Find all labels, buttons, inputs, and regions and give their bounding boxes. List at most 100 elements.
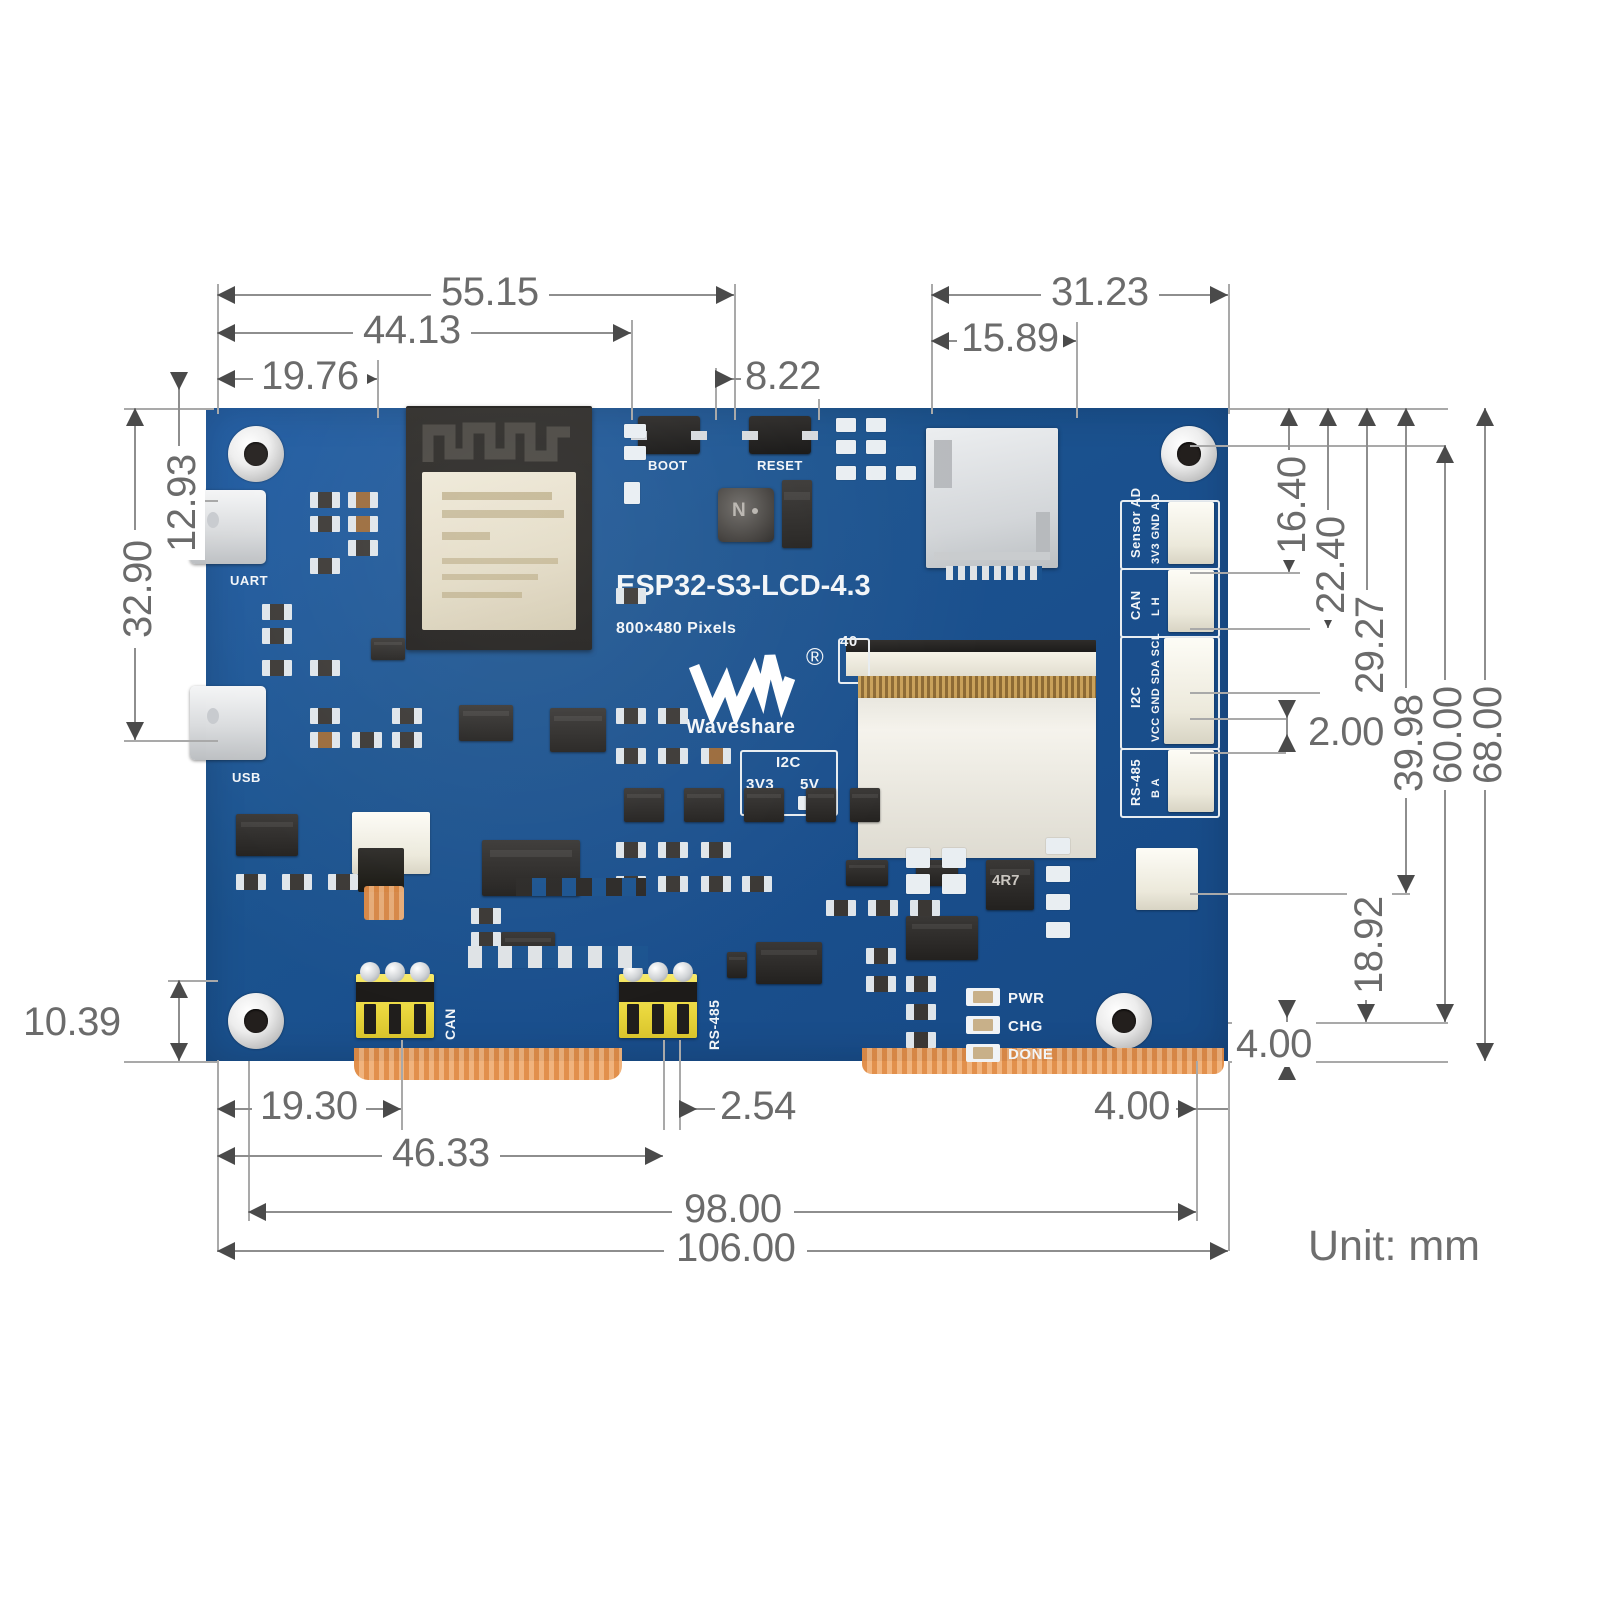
pwr-led-label: PWR	[1008, 990, 1045, 1007]
can-terminal-block[interactable]	[356, 962, 434, 1038]
fpc-ribbon-contacts	[858, 676, 1096, 700]
smt-pad	[624, 446, 646, 460]
rtc-battery-holder[interactable]	[352, 812, 430, 874]
rs485-title: RS-485	[1128, 758, 1143, 806]
arrow-up	[170, 980, 188, 998]
solder-pad-orange	[364, 886, 404, 920]
arrow-right	[645, 1147, 663, 1165]
smd-component	[616, 588, 646, 604]
fpc-outline-marker	[838, 638, 870, 684]
sensor-ad-connector[interactable]	[1168, 502, 1214, 564]
backlight-button[interactable]	[358, 848, 404, 892]
sensor-ad-connector-outline	[1120, 500, 1220, 570]
smd-component	[658, 876, 688, 892]
i2c-jumper-pad-left[interactable]	[752, 796, 776, 810]
ext-line	[1190, 572, 1300, 574]
board-title-silk: ESP32-S3-LCD-4.3	[616, 570, 871, 602]
arrow-up	[126, 408, 144, 426]
battery-connector[interactable]	[1136, 848, 1198, 910]
arrow-left	[931, 286, 949, 304]
ext-line	[124, 1061, 218, 1063]
smd-component	[236, 874, 266, 890]
i2c-connector[interactable]	[1164, 638, 1214, 744]
arrow-left	[248, 1203, 266, 1221]
smd-component	[906, 1004, 936, 1020]
mounting-hole-top-right	[1161, 426, 1217, 482]
capacitor	[850, 788, 880, 822]
ext-line	[377, 360, 379, 418]
smd-component	[328, 874, 358, 890]
smd-component	[310, 558, 340, 574]
fpc-latch[interactable]	[846, 652, 1096, 676]
smd-component	[616, 876, 646, 892]
waveshare-mark-icon	[688, 654, 796, 728]
smd-component	[658, 842, 688, 858]
rs485-terminal-block[interactable]	[619, 962, 697, 1038]
arrow-down	[1436, 1004, 1454, 1022]
dim-19-30: 19.30	[252, 1084, 366, 1129]
pin-header-row-2	[516, 878, 646, 896]
i2c-jumper-pad-right[interactable]	[798, 796, 822, 810]
ext-line	[734, 284, 736, 420]
arrow-up	[1278, 734, 1296, 752]
smd-component	[262, 660, 292, 676]
capacitor	[684, 788, 724, 822]
done-led-label: DONE	[1008, 1046, 1054, 1063]
arrow-right	[679, 1100, 697, 1118]
dimline-10-39	[178, 980, 180, 1061]
smd-component	[868, 900, 898, 916]
waveshare-logo	[686, 648, 804, 728]
arrow-right	[716, 286, 734, 304]
boot-button[interactable]	[631, 416, 707, 454]
smt-pad	[906, 874, 930, 894]
ext-line	[1196, 1061, 1198, 1221]
smd-component	[262, 628, 292, 644]
arrow-down	[1357, 1004, 1375, 1022]
microsd-card-slot[interactable]	[926, 428, 1058, 568]
rs485-transceiver-ic	[482, 840, 580, 896]
ext-line	[1076, 322, 1078, 418]
uart-label: UART	[230, 573, 269, 588]
arrow-up	[1476, 408, 1494, 426]
smd-component	[310, 708, 340, 724]
smt-pad	[942, 848, 966, 868]
reset-label: RESET	[757, 458, 803, 473]
sd-slot-pins	[946, 566, 1042, 580]
arrow-left	[217, 370, 235, 388]
voltage-regulator-ic	[459, 705, 513, 741]
ext-line	[124, 408, 214, 410]
reset-button[interactable]	[742, 416, 818, 454]
can-connector[interactable]	[1168, 570, 1214, 632]
inductor-4r7: 4R7	[986, 860, 1034, 910]
smd-component	[616, 708, 646, 724]
smt-pad	[1046, 922, 1070, 938]
ext-line	[1190, 445, 1446, 447]
smd-component	[826, 900, 856, 916]
capacitor	[806, 788, 836, 822]
transistor-small	[371, 638, 405, 660]
arrow-right	[1178, 1203, 1196, 1221]
smd-component	[310, 660, 340, 676]
arrow-up	[1280, 408, 1298, 426]
mounting-hole-bottom-right	[1096, 993, 1152, 1049]
dim-68-00: 68.00	[1466, 680, 1511, 790]
i2c-title: I2C	[1128, 686, 1143, 708]
smd-component	[352, 732, 382, 748]
arrow-down	[1278, 700, 1296, 718]
rs485-connector[interactable]	[1168, 750, 1214, 812]
ext-line	[1228, 1061, 1448, 1063]
smd-component	[742, 876, 772, 892]
dim-12-93: 12.93	[160, 446, 205, 560]
smt-pad	[1046, 894, 1070, 910]
smd-component	[910, 900, 940, 916]
rs485-pins: B A	[1150, 777, 1162, 798]
i2c-voltage-jumper-outline	[740, 750, 838, 816]
ext-line	[1228, 1022, 1448, 1024]
smd-component	[658, 748, 688, 764]
arrow-right	[1210, 286, 1228, 304]
mounting-hole-top-left	[228, 426, 284, 482]
dim-29-27: 29.27	[1348, 590, 1393, 700]
ext-line	[715, 368, 717, 420]
dim-98-00: 98.00	[672, 1187, 794, 1232]
